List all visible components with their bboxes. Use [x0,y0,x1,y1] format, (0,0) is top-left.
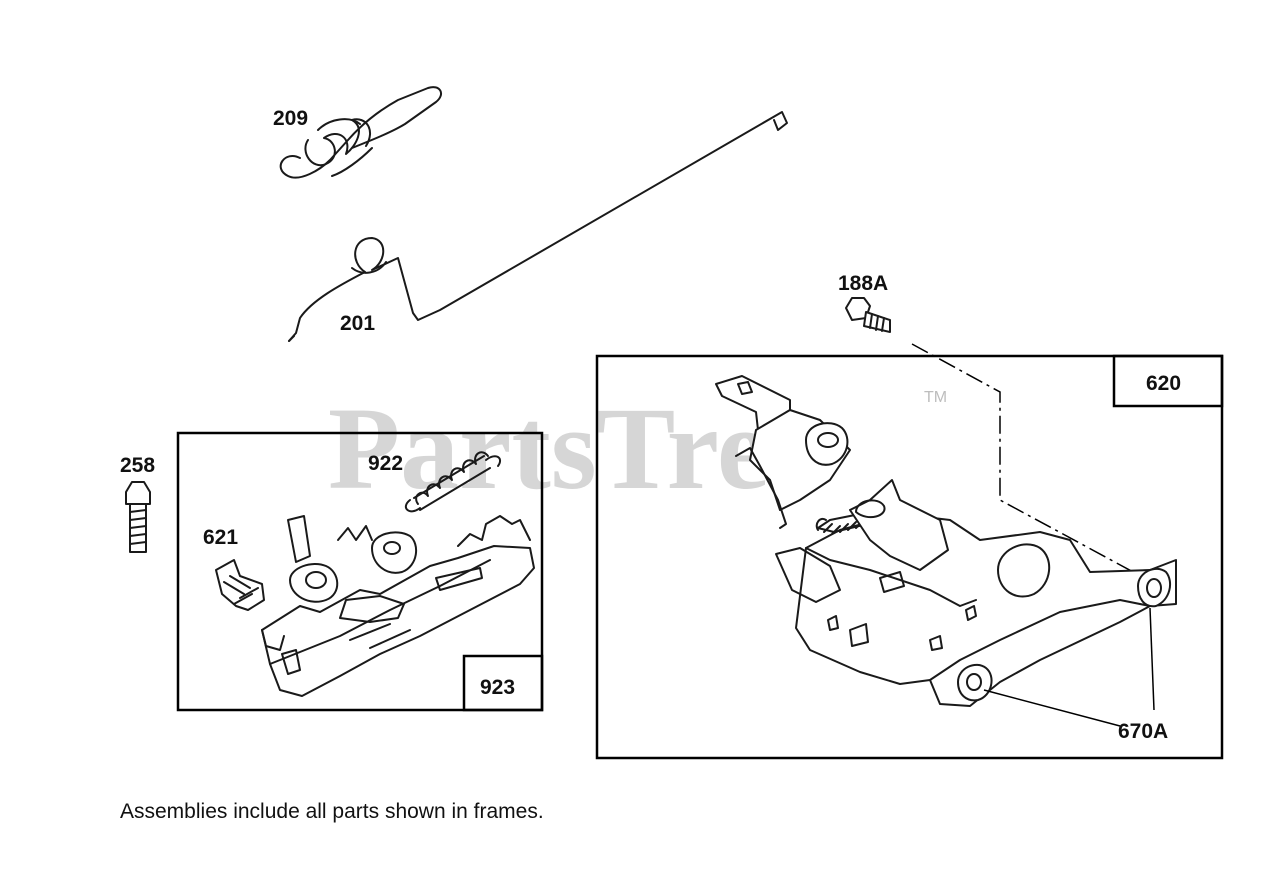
part-258-bolt[interactable] [125,481,151,553]
leader-670A-upper [1149,607,1155,711]
leader-670A [983,689,1121,727]
label-621: 621 [203,526,238,549]
caption-text: Assemblies include all parts shown in fr… [120,800,544,823]
part-188A-screw[interactable] [845,297,891,333]
leader-188A [911,343,1149,581]
part-621-clip[interactable] [215,559,265,611]
label-201: 201 [340,312,375,335]
frame-923-tag [462,654,544,712]
label-188A: 188A [838,272,888,295]
frame-620-tag [1112,354,1224,408]
watermark-trademark: TM [924,389,947,406]
label-258: 258 [120,454,155,477]
label-922: 922 [368,452,403,475]
part-620-bracket-assembly[interactable] [715,375,1177,707]
label-670A: 670A [1118,720,1168,743]
part-923-control-assembly[interactable] [261,515,535,697]
part-922-spring[interactable] [404,451,502,513]
frame-620 [595,354,1224,760]
part-209-spring-clip[interactable] [279,86,443,179]
label-923: 923 [480,676,515,699]
frame-923 [176,431,544,712]
label-209: 209 [273,107,308,130]
part-201-link-rod[interactable] [288,111,788,342]
label-620: 620 [1146,372,1181,395]
